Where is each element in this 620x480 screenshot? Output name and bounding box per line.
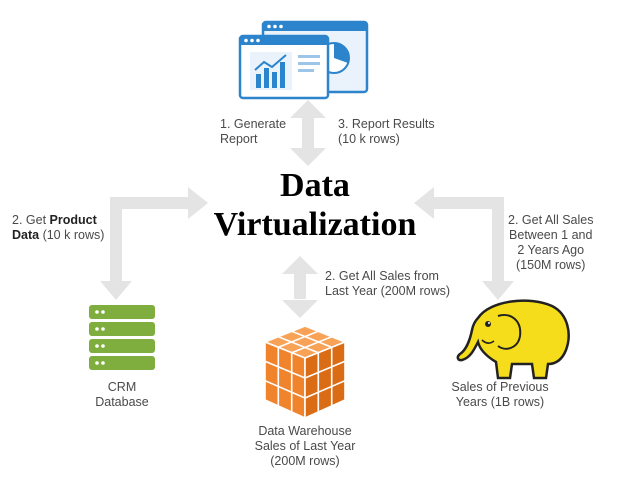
data-cube-icon <box>264 325 346 419</box>
label-generate-report: 1. Generate Report <box>220 117 287 146</box>
title-line-1: Data <box>280 167 350 204</box>
report-dashboard-icon <box>238 20 369 100</box>
node-hadoop-sales: Sales of Previous Years (1B rows) <box>451 380 549 409</box>
label-sales-between: 2. Get All Sales Between 1 and 2 Years A… <box>508 213 594 272</box>
label-sales-last-year: 2. Get All Sales from Last Year (200M ro… <box>325 269 451 298</box>
label-get-product-data: 2. Get Product Data (10 k rows) <box>12 213 105 242</box>
arrow-left-elbow <box>100 187 208 300</box>
title-line-2: Virtualization <box>213 206 417 243</box>
database-server-icon <box>89 305 155 370</box>
node-data-warehouse: Data Warehouse Sales of Last Year (200M … <box>254 424 356 468</box>
hadoop-elephant-icon <box>456 299 570 380</box>
node-crm-database: CRM Database <box>95 380 149 409</box>
label-report-results: 3. Report Results (10 k rows) <box>338 117 435 146</box>
center-title: Data Virtualization <box>170 166 460 244</box>
arrow-right-elbow <box>414 187 514 300</box>
arrow-bottom-double <box>282 256 318 318</box>
arrow-top-double <box>290 100 326 166</box>
